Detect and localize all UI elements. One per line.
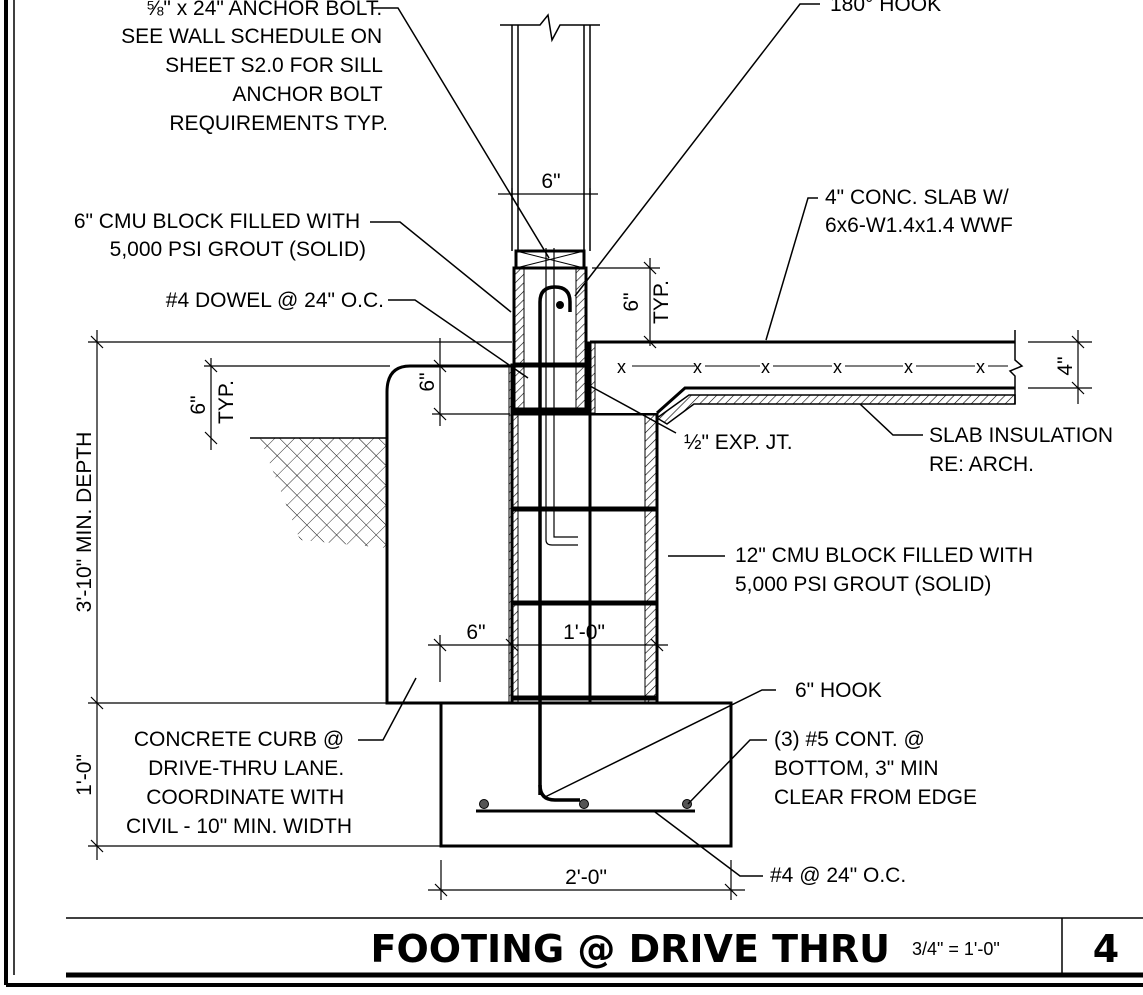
dim-footing-depth: 1'-0" bbox=[73, 754, 96, 796]
slab-note: 4" CONC. SLAB W/ 6x6-W1.4x1.4 WWF bbox=[825, 186, 1015, 237]
footing bbox=[439, 701, 733, 848]
dim-curb-top-6: 6" bbox=[416, 372, 439, 391]
dowel-note: #4 DOWEL @ 24" O.C. bbox=[166, 289, 384, 312]
hook-6-note: 6" HOOK bbox=[795, 679, 882, 702]
anchor-bolt-note: ⅝" x 24" ANCHOR BOLT. SEE WALL SCHEDULE … bbox=[121, 0, 388, 135]
anchor-bolt bbox=[545, 248, 578, 546]
dowel-bar bbox=[538, 285, 580, 802]
dim-wall-6: 6" bbox=[541, 170, 560, 193]
wwf-mesh: x x x x x x bbox=[617, 357, 1008, 377]
cmu-6-note: 6" CMU BLOCK FILLED WITH 5,000 PSI GROUT… bbox=[74, 210, 366, 261]
svg-text:x: x bbox=[833, 357, 842, 377]
dim-cmu-width: 1'-0" bbox=[563, 621, 605, 644]
bars-5-note: (3) #5 CONT. @ BOTTOM, 3" MIN CLEAR FROM… bbox=[774, 728, 977, 809]
curb-note: CONCRETE CURB @ DRIVE-THRU LANE. COORDIN… bbox=[126, 728, 352, 838]
leader-lines bbox=[358, 3, 923, 877]
dim-curb-6: 6" bbox=[187, 395, 210, 414]
sheet-border bbox=[4, 0, 1143, 987]
detail-number: 4 bbox=[1093, 927, 1119, 971]
concrete-slab bbox=[587, 330, 1024, 425]
hook-180-note: 180° HOOK bbox=[830, 0, 941, 16]
stud-wall bbox=[500, 13, 600, 251]
earth-hatch bbox=[250, 437, 388, 548]
dim-curb-width-6: 6" bbox=[466, 621, 485, 644]
bars-4-note: #4 @ 24" O.C. bbox=[770, 864, 906, 887]
dim-footing-width: 2'-0" bbox=[565, 866, 607, 889]
svg-text:x: x bbox=[761, 357, 770, 377]
detail-scale: 3/4" = 1'-0" bbox=[912, 939, 1000, 959]
cmu-6-wall bbox=[512, 249, 588, 415]
footing-bars bbox=[476, 799, 695, 813]
dim-curb-typ: TYP. bbox=[215, 380, 238, 424]
detail-title: FOOTING @ DRIVE THRU bbox=[371, 927, 890, 971]
dimension-lines bbox=[88, 188, 1092, 900]
svg-text:x: x bbox=[976, 357, 985, 377]
svg-text:x: x bbox=[693, 357, 702, 377]
cmu-12-wall bbox=[508, 363, 659, 705]
exp-jt-note: ½" EXP. JT. bbox=[684, 431, 793, 454]
concrete-curb bbox=[385, 364, 514, 705]
cmu-12-note: 12" CMU BLOCK FILLED WITH 5,000 PSI GROU… bbox=[735, 544, 1039, 596]
svg-text:x: x bbox=[904, 357, 913, 377]
dim-depth: 3'-10" MIN. DEPTH bbox=[73, 432, 96, 613]
dim-slab-4: 4" bbox=[1054, 356, 1077, 375]
dim-dowel-6: 6" bbox=[620, 292, 643, 311]
svg-text:x: x bbox=[617, 357, 626, 377]
slab-insulation-note: SLAB INSULATION RE: ARCH. bbox=[929, 424, 1119, 476]
dim-dowel-typ: TYP. bbox=[650, 280, 673, 324]
